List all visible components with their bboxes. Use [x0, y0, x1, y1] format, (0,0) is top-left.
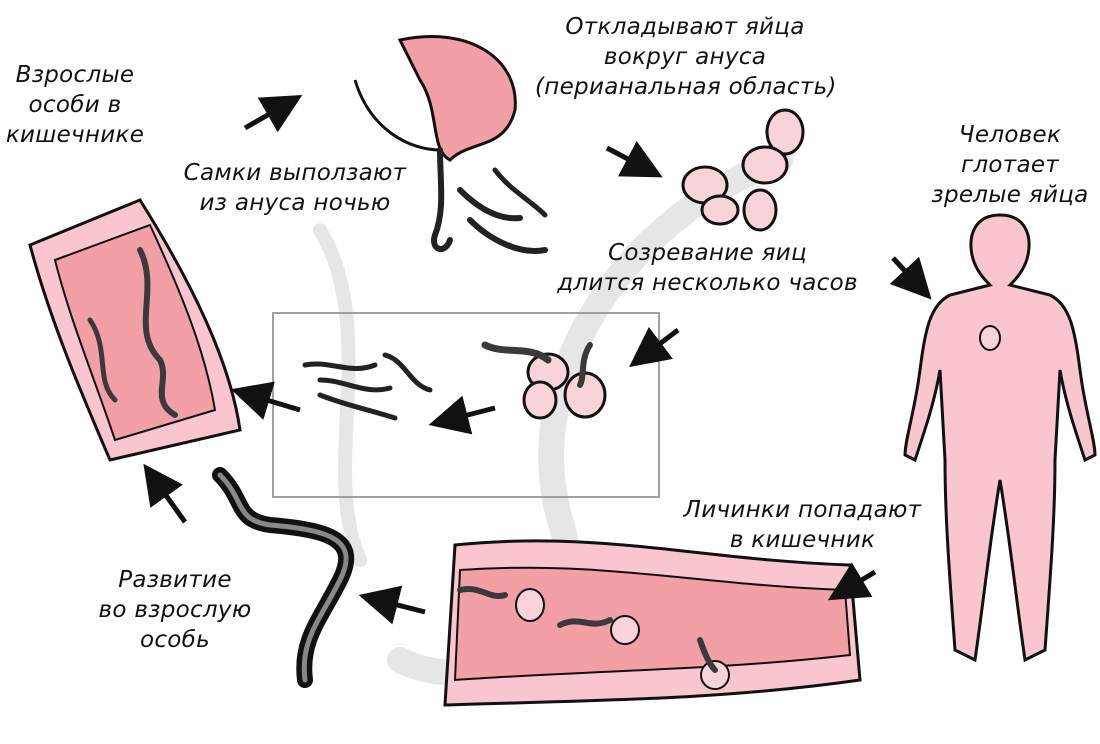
adult-worm-illustration — [212, 467, 354, 688]
label-line: вокруг ануса — [603, 44, 767, 70]
label-line: особи в — [28, 92, 122, 118]
label-development: Развитие во взрослую особь — [95, 565, 255, 655]
label-line: Самки выползают — [183, 160, 407, 186]
label-line: Взрослые — [15, 62, 135, 88]
label-line: в кишечник — [729, 527, 876, 553]
eggs-illustration — [681, 108, 805, 232]
arrow-icon — [143, 463, 188, 524]
arrow-icon — [230, 381, 301, 420]
label-line: особь — [139, 627, 211, 653]
label-human-swallows: Человек глотает зрелые яйца — [925, 120, 1095, 210]
label-line: из ануса ночью — [199, 190, 391, 216]
hatching-larvae-illustration — [302, 341, 607, 421]
label-line: глотает — [961, 152, 1059, 178]
label-line: (перианальная область) — [535, 74, 837, 100]
arrow-icon — [889, 256, 932, 300]
label-line: Личинки попадают — [683, 497, 922, 523]
arrow-icon — [605, 140, 663, 178]
label-adults-in-intestine: Взрослые особи в кишечнике — [0, 60, 150, 150]
label-line: зрелые яйца — [931, 182, 1089, 208]
arrow-icon — [827, 562, 877, 601]
label-line: во взрослую — [98, 597, 252, 623]
label-line: кишечнике — [5, 122, 145, 148]
label-line: длится несколько часов — [557, 270, 858, 296]
arrow-icon — [243, 95, 303, 133]
label-line: Развитие — [118, 567, 232, 593]
arrow-icon — [358, 585, 426, 625]
label-females-crawl-out: Самки выползают из ануса ночью — [160, 158, 430, 218]
label-larvae-enter: Личинки попадают в кишечник — [665, 495, 940, 555]
human-figure-illustration — [903, 213, 1097, 663]
label-line: Созревание яиц — [608, 240, 807, 266]
label-eggs-mature: Созревание яиц длится несколько часов — [545, 238, 870, 298]
arrow-icon — [428, 395, 496, 435]
intestine-adults-illustration — [28, 198, 242, 462]
cycle-arrows — [143, 95, 932, 625]
anus-females-illustration — [353, 35, 548, 254]
intestine-larvae-illustration — [443, 539, 862, 707]
arrow-icon — [629, 326, 680, 368]
label-line: Откладывают яйца — [565, 14, 805, 40]
label-line: Человек — [958, 122, 1062, 148]
label-lay-eggs: Откладывают яйца вокруг ануса (перианаль… — [535, 12, 837, 102]
